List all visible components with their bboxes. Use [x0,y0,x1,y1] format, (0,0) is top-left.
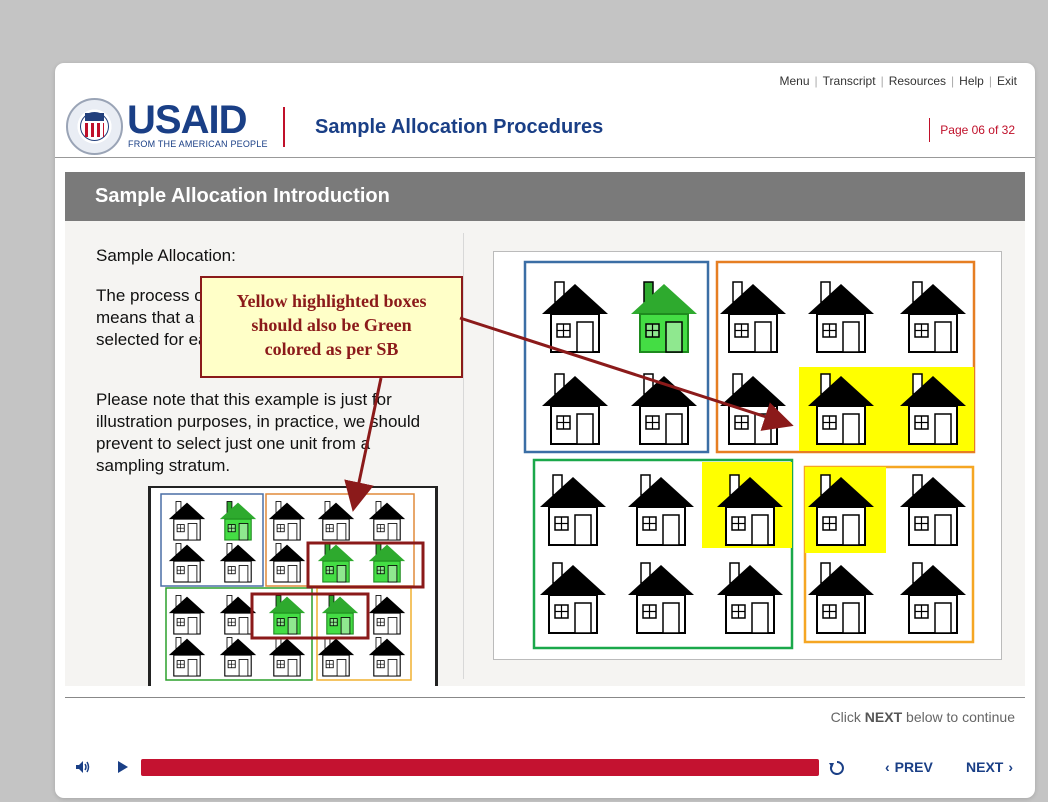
green-house-icon [368,543,406,583]
callout-line-3: colored as per SB [264,339,399,359]
course-window: Menu| Transcript| Resources| Help| Exit … [55,63,1035,798]
next-label: NEXT [966,759,1004,775]
house-icon [808,474,874,546]
page-indicator: Page 06 of 32 [929,118,1015,142]
chevron-left-icon: ‹ [885,759,890,775]
usaid-logo: USAID [127,98,247,142]
nav-separator: | [988,74,992,88]
content-area: Sample Allocation: The process of alloca… [65,221,1025,686]
column-divider [463,233,464,679]
house-icon [219,595,257,635]
house-icon [628,562,694,634]
replay-icon[interactable] [828,759,846,782]
house-icon [368,637,406,677]
section-title: Sample Allocation Introduction [65,172,1025,221]
house-icon [540,562,606,634]
house-icon [268,543,306,583]
course-title: Sample Allocation Procedures [315,116,604,138]
green-house-icon [631,281,697,353]
house-icon [542,281,608,353]
prev-button[interactable]: ‹PREV [885,759,933,775]
nav-separator: | [880,74,884,88]
continue-prefix: Click [830,709,865,725]
next-button[interactable]: NEXT› [966,759,1013,775]
callout-line-2: should also be Green [251,315,412,335]
annotation-callout: Yellow highlighted boxes should also be … [200,276,463,378]
progress-fill [141,759,819,776]
house-icon [368,501,406,541]
nav-separator: | [951,74,955,88]
green-house-icon [317,543,355,583]
help-link[interactable]: Help [959,74,984,88]
house-icon [219,637,257,677]
house-icon [900,562,966,634]
house-icon [720,281,786,353]
header-divider [283,107,285,147]
prev-label: PREV [894,759,933,775]
house-icon [268,501,306,541]
footer-rule [65,697,1025,698]
house-icon [168,637,206,677]
header-rule [55,157,1035,158]
house-icon [900,474,966,546]
house-icon [717,474,783,546]
house-icon [808,281,874,353]
callout-line-1: Yellow highlighted boxes [236,291,427,311]
house-icon [628,474,694,546]
body-paragraph-2: Please note that this example is just fo… [96,390,421,475]
house-icon [631,373,697,445]
house-icon [317,501,355,541]
strata-figure [493,251,1002,660]
house-icon [540,474,606,546]
chevron-right-icon: › [1008,759,1014,775]
green-house-icon [219,501,257,541]
nav-separator: | [814,74,818,88]
house-icon [168,543,206,583]
body-heading: Sample Allocation: [96,246,236,265]
house-icon [317,637,355,677]
exit-link[interactable]: Exit [996,74,1017,88]
transcript-link[interactable]: Transcript [822,74,876,88]
continue-next-word: NEXT [864,709,903,725]
continue-hint: Click NEXT below to continue [831,709,1015,725]
green-house-icon [268,595,306,635]
house-icon [717,562,783,634]
house-icon [900,373,966,445]
house-icon [900,281,966,353]
house-icon [168,501,206,541]
continue-suffix: below to continue [902,709,1015,725]
resources-link[interactable]: Resources [888,74,947,88]
volume-icon[interactable] [75,760,91,779]
usaid-seal-icon [66,98,123,155]
small-strata-figure [148,486,438,686]
usaid-tagline: FROM THE AMERICAN PEOPLE [128,139,268,149]
green-house-icon [321,595,359,635]
top-nav: Menu | Transcript | Resources | Help | Exit [780,74,1018,88]
house-icon [219,543,257,583]
house-icon [720,373,786,445]
house-icon [268,637,306,677]
house-icon [808,562,874,634]
house-icon [168,595,206,635]
house-icon [368,595,406,635]
play-icon[interactable] [117,760,129,779]
house-icon [808,373,874,445]
progress-bar[interactable] [141,759,819,776]
house-icon [542,373,608,445]
menu-link[interactable]: Menu [779,74,810,88]
